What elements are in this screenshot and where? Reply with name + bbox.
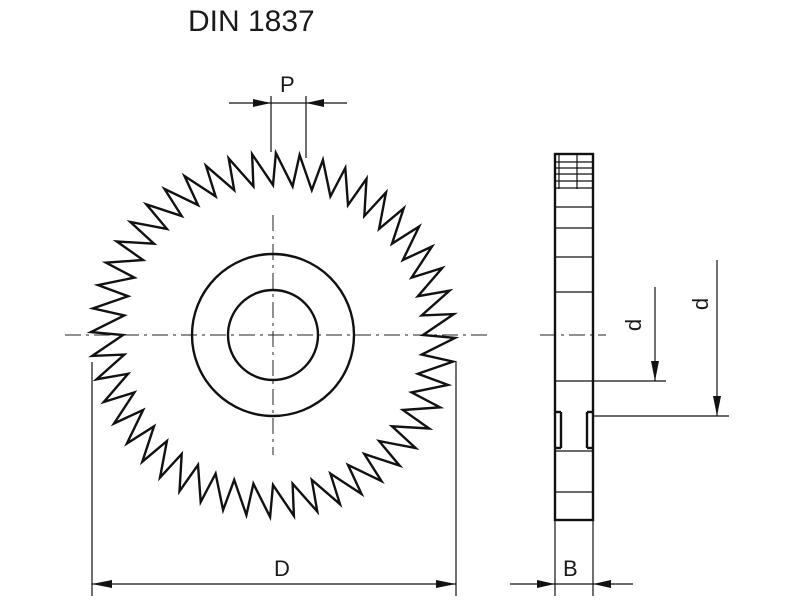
- side-tooth-hatching: [555, 155, 593, 493]
- standard-title: DIN 1837: [188, 5, 315, 38]
- blade-side-profile: [553, 152, 595, 522]
- diameter-label: D: [274, 556, 290, 581]
- hole-dimension-inner: [593, 287, 666, 382]
- hole-label-outer: d: [688, 298, 713, 310]
- pitch-label: P: [280, 72, 295, 97]
- width-dimension: [510, 520, 633, 596]
- hole-dimension-outer: [593, 260, 729, 417]
- diameter-dimension: [91, 362, 457, 596]
- side-hub-slots: [555, 410, 593, 450]
- width-label: B: [563, 556, 578, 581]
- bore-circle: [226, 288, 320, 382]
- pitch-dimension: [229, 96, 347, 158]
- hole-label-inner: d: [621, 319, 646, 331]
- saw-teeth-outline: [86, 148, 460, 522]
- hub-circle: [190, 252, 356, 418]
